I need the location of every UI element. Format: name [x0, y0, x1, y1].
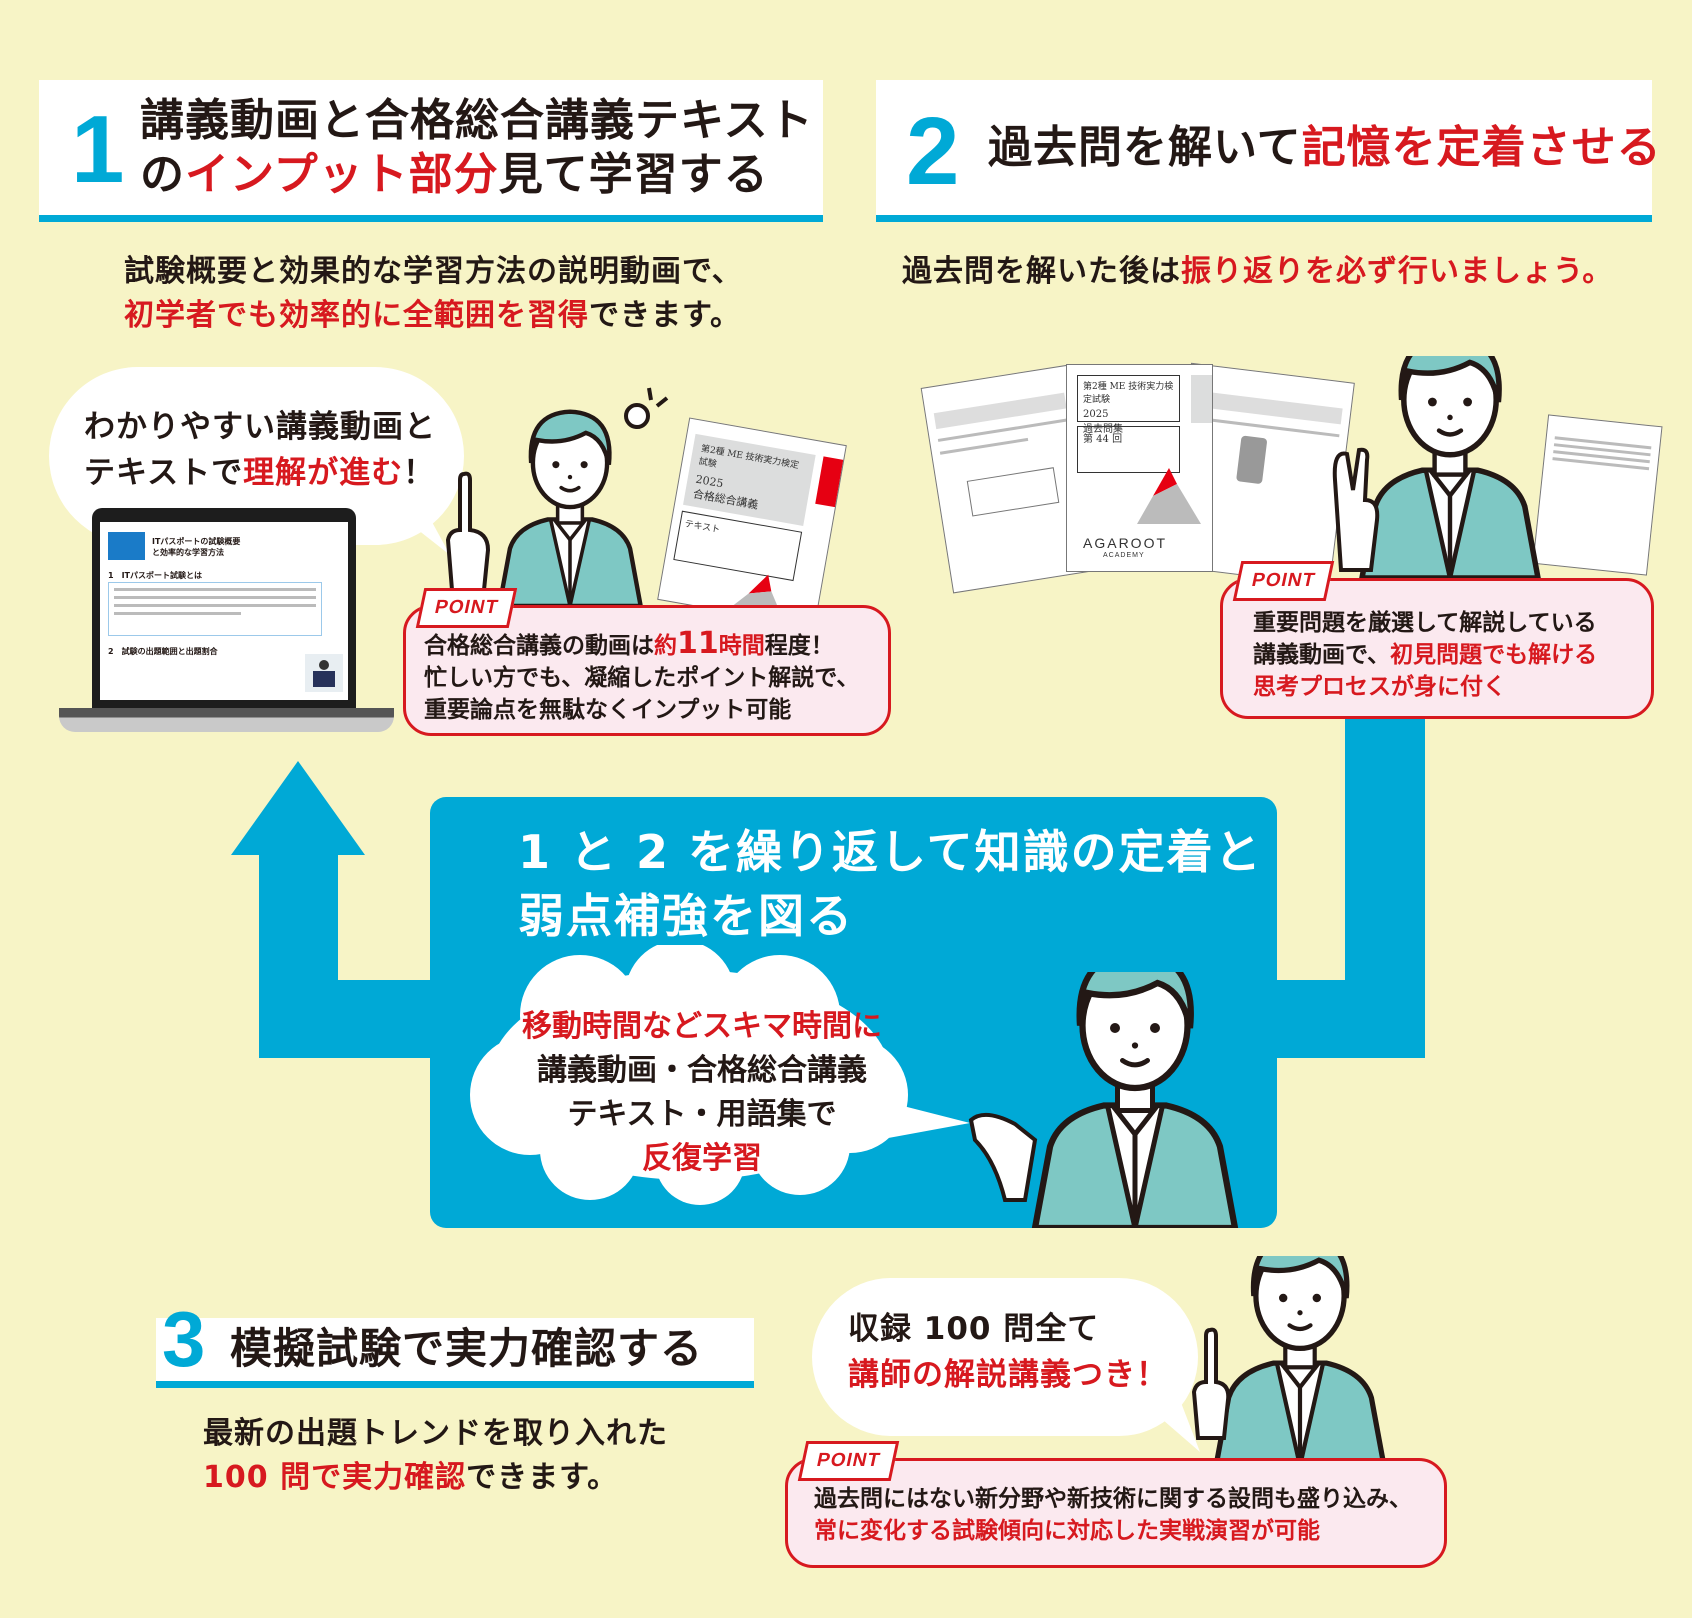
pointing-hand — [445, 471, 491, 592]
bubble3-text: 収録 100 問全て 講師の解説講義つき！ — [848, 1311, 1168, 1393]
past-exam-cover: 第2種 ME 技術実力検定試験 2025 過去問集 第 44 回 AGAROOT… — [1066, 364, 1213, 572]
section3-description: 最新の出題トレンドを取り入れた 100 問で実力確認できます。 — [203, 1416, 668, 1495]
section2-title: 過去問を解いて記憶を定着させる — [988, 122, 1662, 173]
cloud-text: 移動時間などスキマ時間に 講義動画・合格総合講義 テキスト・用語集で 反復学習 — [522, 1009, 882, 1176]
section1-title: 講義動画と合格総合講義テキスト のインプット部分見て学習する — [140, 95, 814, 200]
bubble-tail — [380, 500, 450, 555]
repeat-cycle-title: 1 と 2 を繰り返して知識の定着と 弱点補強を図る — [518, 825, 1263, 943]
point-box-3: POINT 過去問にはない新分野や新技術に関する設問も盛り込み、 常に変化する試… — [785, 1441, 1447, 1568]
textbook-cover: 第2種 ME 技術実力検定試験 2025 合格総合講義 テキスト — [657, 417, 847, 628]
screen-text-box — [108, 582, 322, 636]
laptop-screen: ITパスポートの試験概要と効率的な学習方法 1 ITパスポート試験とは 2 試験… — [100, 522, 348, 700]
presenting-hand — [968, 1112, 1038, 1202]
pointing-hand — [1191, 1327, 1231, 1440]
point-box-1: POINT 合格総合講義の動画は約11時間程度！ 忙しい方でも、凝縮したポイント… — [403, 588, 891, 736]
section2-number: 2 — [906, 98, 960, 205]
ok-hand — [1332, 447, 1380, 572]
speech-bubble-3 — [812, 1278, 1198, 1436]
thought-cloud — [470, 945, 970, 1205]
laptop-base — [59, 708, 394, 732]
section3-header: 3 模擬試験で実力確認する — [156, 1300, 754, 1388]
section1-header: 1 講義動画と合格総合講義テキスト のインプット部分見て学習する — [39, 80, 823, 222]
lecturer-thumbnail — [305, 654, 343, 692]
point-box-2: POINT 重要問題を厳選して解説している 講義動画で、初見問題でも解ける 思考… — [1220, 561, 1654, 719]
bubble1-text: わかりやすい講義動画と テキストで理解が進む！ — [84, 409, 436, 491]
section2-header: 2 過去問を解いて記憶を定着させる — [876, 80, 1661, 222]
connector-arrow — [1277, 719, 1425, 1058]
bubble-tail — [1140, 1400, 1200, 1452]
section1-description: 試験概要と効果的な学習方法の説明動画で、 初学者でも効率的に全範囲を習得できます… — [124, 254, 743, 333]
screen-blue-square — [108, 532, 145, 560]
section2-description: 過去問を解いた後は振り返りを必ず行いましょう。 — [902, 254, 1614, 289]
section1-number: 1 — [71, 96, 125, 203]
section3-title: 模擬試験で実力確認する — [230, 1324, 704, 1373]
section3-number: 3 — [162, 1295, 206, 1383]
up-arrow — [231, 761, 430, 1058]
laptop: ITパスポートの試験概要と効率的な学習方法 1 ITパスポート試験とは 2 試験… — [92, 508, 356, 708]
lightbulb-icon — [624, 387, 669, 429]
